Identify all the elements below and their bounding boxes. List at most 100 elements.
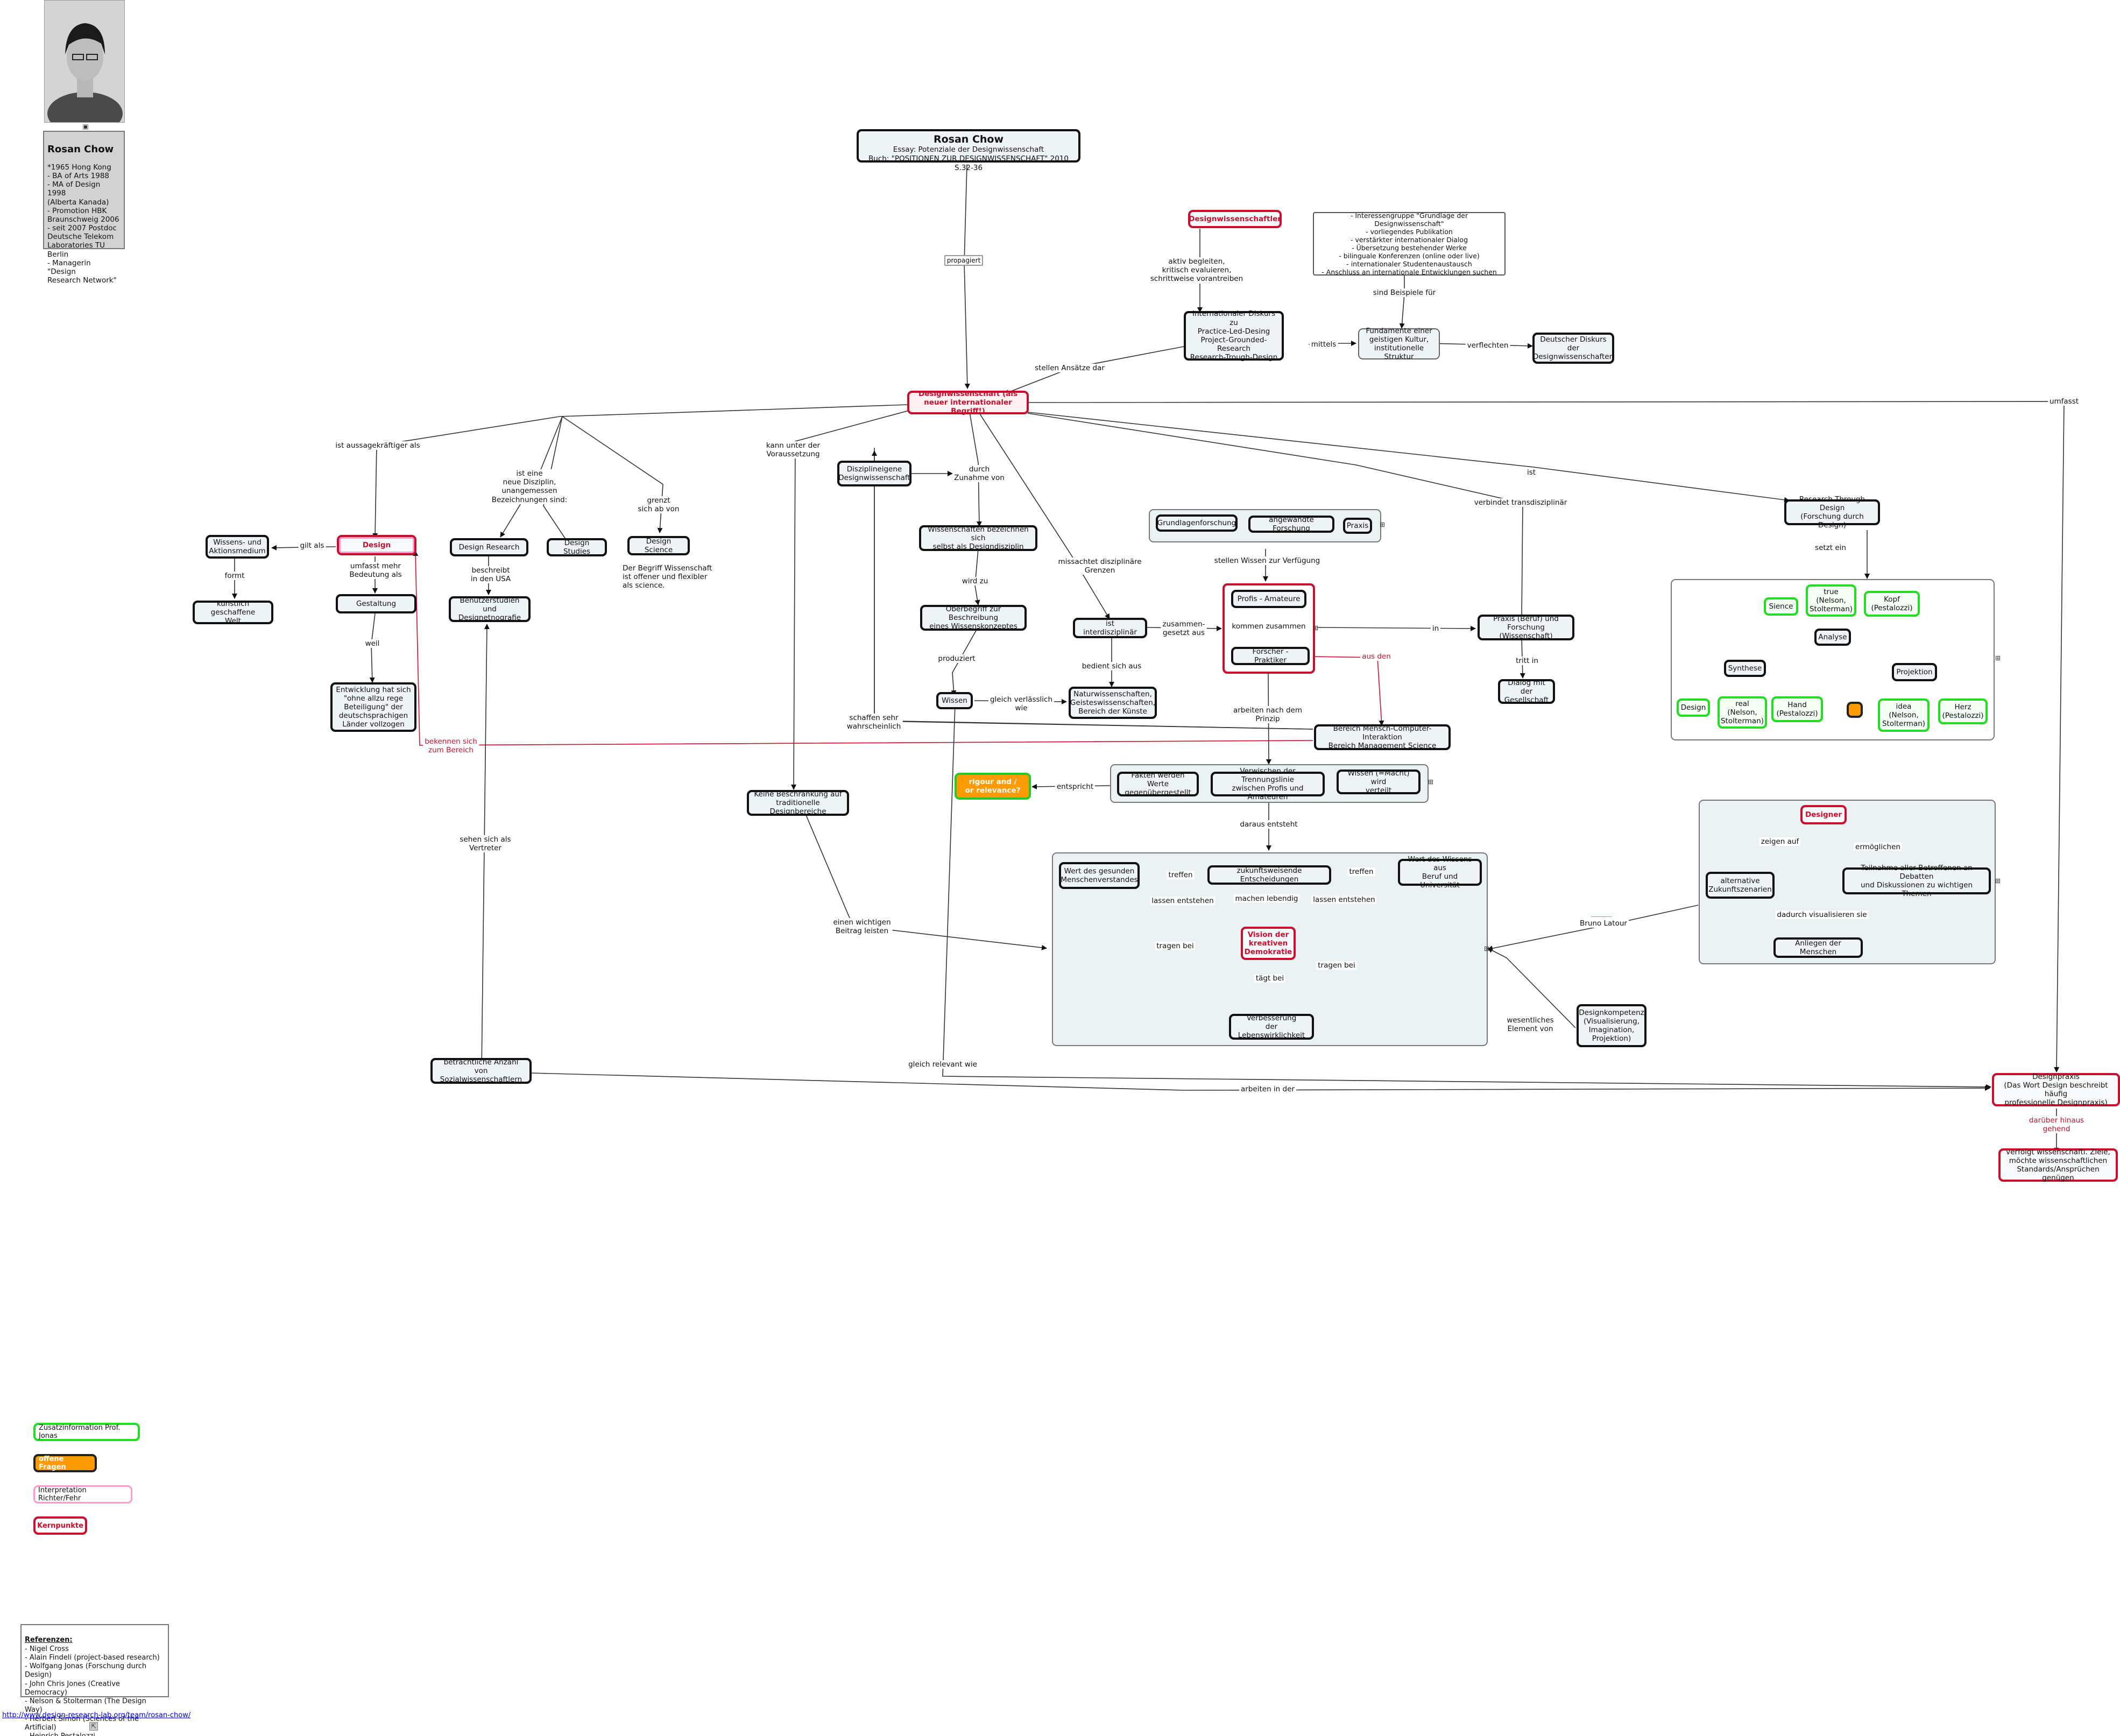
node-dialog[interactable]: Dialog mit der Gesellschaft [1498,679,1555,704]
node-vision[interactable]: Vision der kreativen Demokratie [1241,927,1296,960]
node-fundamente[interactable]: Fundamente einer geistigen Kultur, insti… [1358,327,1440,361]
node-forscher-praktiker[interactable]: Forscher - Praktiker [1231,647,1310,665]
label-in: in [1430,624,1441,633]
node-design-studies[interactable]: Design Studies [547,538,607,556]
label-verflechten: verflechten [1465,341,1510,350]
node-verwischen[interactable]: Verwischen der Trennungslinie zwischen P… [1211,767,1325,801]
node-zukunftsweisende[interactable]: zukunftsweisende Entscheidungen [1207,865,1331,885]
node-naturwissenschaften[interactable]: Naturwissenschaften, Geisteswissenschaft… [1069,687,1157,719]
label-bekennen: bekennen sich zum Bereich [423,737,479,755]
node-designwissenschaftler[interactable]: Designwissenschaftler [1188,210,1282,228]
label-verbindet: verbindet transdisziplinär [1472,498,1569,507]
label-durch-zunahme: durch Zunahme von [952,465,1006,483]
label-sind-beispiele: sind Beispiele für [1371,288,1438,298]
label-cyan-link[interactable] [1589,912,1614,918]
label-ermoeglichen: ermöglichen [1854,843,1902,852]
expand-icon[interactable]: ⊞ [1483,945,1490,952]
header-node[interactable]: Rosan Chow Essay: Potenziale der Designw… [857,129,1080,172]
expand-icon[interactable]: ⊞ [1312,624,1319,632]
node-verbesserung[interactable]: Verbesserung der Lebenswirklichkeit [1229,1014,1314,1040]
node-analyse[interactable]: Analyse [1814,629,1851,646]
label-taegt: tägt bei [1254,974,1286,983]
node-designpraxis[interactable]: Designpraxis (Das Wort Design beschreibt… [1992,1072,2120,1107]
node-orange-small[interactable] [1847,702,1863,718]
node-sience[interactable]: Sience [1764,597,1798,616]
label-treffen-2: treffen [1347,867,1375,877]
node-designer[interactable]: Designer [1800,805,1847,824]
node-kuenstlich[interactable]: künstlich geschaffene Welt [193,599,273,625]
node-keine-beschraenkung[interactable]: Keine Beschränkung auf traditionelle Des… [747,790,849,816]
node-praxis[interactable]: Praxis [1343,518,1372,534]
node-hand[interactable]: Hand (Pestalozzi) [1771,696,1823,722]
label-einen-wichtigen: einen wichtigen Beitrag leisten [831,918,893,936]
label-missachtet: missachtet disziplinäre Grenzen [1056,558,1143,575]
profile-link[interactable]: http://www.design-research-lab.org/team/… [2,1711,191,1719]
node-wissen[interactable]: Wissen [936,692,973,709]
node-design-science[interactable]: Design Science [627,536,690,555]
node-wissenschaften-bezeichnen[interactable]: Wissenschaften bezeichnen sich selbst al… [919,525,1037,551]
node-gestaltung[interactable]: Gestaltung [336,594,416,613]
node-herz[interactable]: Herz (Pestalozzi) [1938,698,1988,724]
node-projektion[interactable]: Projektion [1892,663,1937,681]
label-gilt-als: gilt als [298,541,326,551]
node-anliegen[interactable]: Anliegen der Menschen [1773,937,1863,958]
references-items: - Nigel Cross - Alain Findeli (project-b… [25,1645,160,1736]
node-rigour[interactable]: rigour and / or relevance? [955,773,1031,800]
label-arbeiten-in: arbeiten in der [1239,1085,1296,1094]
node-real[interactable]: real (Nelson, Stolterman) [1718,696,1767,729]
node-mensch-computer[interactable]: Bereich Mensch-Computer-Interaktion Bere… [1314,724,1451,750]
label-tragen-1: tragen bei [1155,942,1196,951]
label-setzt-ein: setzt ein [1813,544,1848,553]
portrait-photo [44,0,125,123]
node-fakten[interactable]: Fakten werden Werte gegenübergestellt [1117,771,1199,797]
node-design-research[interactable]: Design Research [450,538,528,556]
node-wissens-aktionsmedium[interactable]: Wissens- und Aktionsmedium [206,535,269,559]
expand-icon[interactable]: ⊞ [1995,877,2001,885]
node-design[interactable]: Design [337,535,416,555]
node-profis-amateure[interactable]: Profis - Amateure [1231,590,1306,608]
label-treffen-1: treffen [1167,871,1195,880]
node-praxis-beruf[interactable]: Praxis (Beruf) und Forschung (Wissenscha… [1478,615,1574,640]
node-idea[interactable]: idea (Nelson, Stolterman) [1878,698,1930,732]
header-title: Rosan Chow [933,133,1004,145]
node-verfolgt[interactable]: verfolgt wissenschaftl. Ziele, möchte wi… [1998,1148,2118,1182]
link-icon[interactable]: ⇱ [89,1722,98,1731]
node-wert-wissens[interactable]: Wert des Wissens aus Beruf und Universit… [1398,855,1482,890]
label-bruno: Bruno Latour [1578,919,1629,928]
node-interessengruppe[interactable]: - Interessengruppe "Grundlage der Design… [1313,211,1506,276]
node-designwissenschaft[interactable]: Designwissenschaft (als neuer internatio… [907,390,1029,415]
camera-icon[interactable]: ▣ [82,123,89,130]
label-dadurch: dadurch visualisieren sie [1775,911,1869,920]
node-designkompetenz[interactable]: Designkompetenz (Visualisierung, Imagina… [1577,1004,1646,1047]
label-bedient: bedient sich aus [1080,662,1143,671]
node-research-through-design[interactable]: Research Through Design (Forschung durch… [1784,495,1880,530]
node-benutzerstudien[interactable]: Benutzerstudien und Designetnografie [449,596,531,622]
node-design-small[interactable]: Design [1677,698,1710,717]
node-grundlagenforschung[interactable]: Grundlagenforschung [1156,514,1238,532]
node-alternative[interactable]: alternative Zukunftszenarien [1706,872,1775,899]
node-angewandte-forschung[interactable]: angewandte Forschung [1248,516,1334,533]
node-disziplineigene[interactable]: Disziplineigene Designwissenschaft [837,461,911,486]
label-grenzt: grenzt sich ab von [636,496,681,514]
references-box: Referenzen:- Nigel Cross - Alain Findeli… [20,1624,169,1736]
node-wissen-macht[interactable]: Wissen (=Macht) wird verteilt [1337,769,1421,795]
node-betraechtliche[interactable]: beträchtliche Anzahl von Sozialwissensch… [430,1058,532,1084]
node-ist-interdisziplinaer[interactable]: ist interdisziplinär [1073,618,1147,638]
label-lassen-1: lassen entstehen [1150,897,1216,906]
legend-red: Kernpunkte [33,1516,87,1535]
node-synthese[interactable]: Synthese [1724,660,1766,677]
node-kopf[interactable]: Kopf (Pestalozzi) [1864,591,1920,617]
node-wert-gesunden[interactable]: Wert des gesunden Menschenverstandes [1059,862,1140,889]
node-entwicklung[interactable]: Entwicklung hat sich "ohne allzu rege Be… [330,682,416,732]
label-zusammen-gesetzt: zusammen- gesetzt aus [1161,620,1207,638]
design-science-note: Der Begriff Wissenschaft ist offener und… [623,564,712,590]
expand-icon[interactable]: ⊞ [1995,654,2001,662]
node-internationaler-diskurs[interactable]: Internationaler Diskurs zu Practice-Led-… [1184,309,1284,362]
expand-icon[interactable]: ⊞ [1428,778,1434,786]
node-teilnahme[interactable]: Teilnahme aller Betroffenen an Debatten … [1842,864,1991,898]
expand-icon[interactable]: ⊞ [1379,521,1386,528]
label-aktiv: aktiv begleiten, kritisch evaluieren, sc… [1148,257,1245,284]
node-deutscher-diskurs[interactable]: Deutscher Diskurs der Designwissenschaft… [1532,333,1614,364]
node-true-nelson[interactable]: true (Nelson, Stolterman) [1806,584,1856,617]
node-oberbegriff[interactable]: Oberbegriff zur Beschreibung eines Wisse… [920,605,1027,631]
